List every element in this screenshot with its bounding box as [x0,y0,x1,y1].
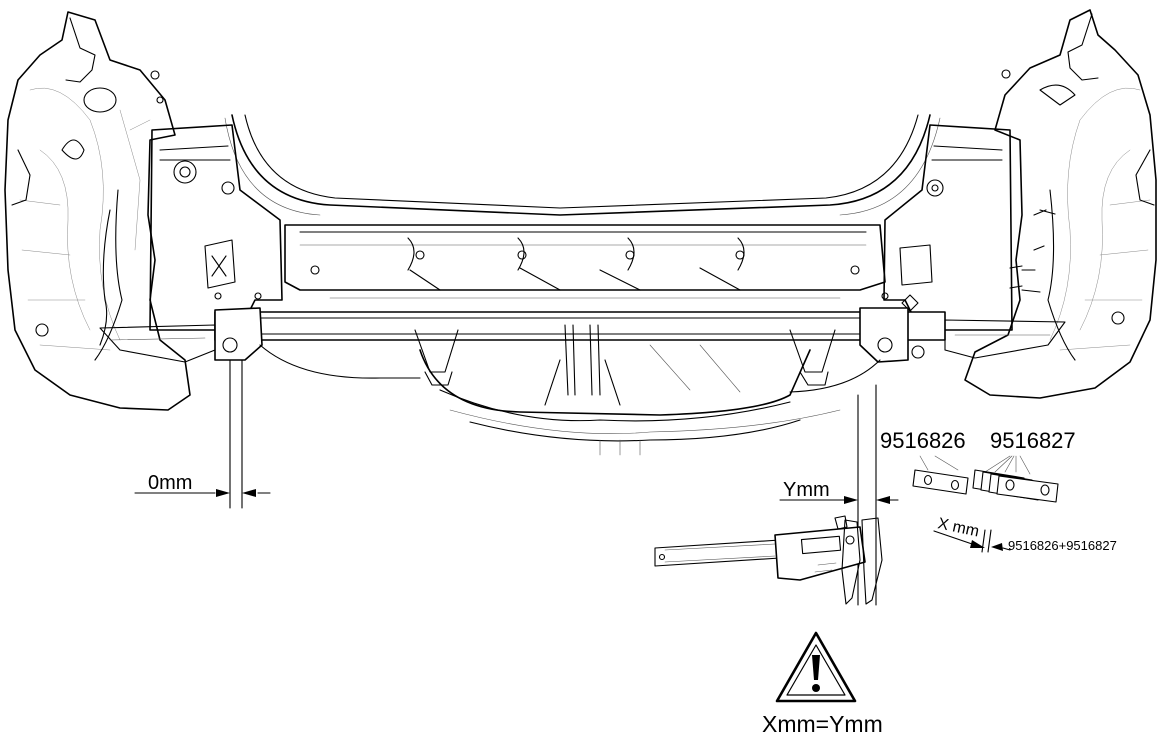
caliper-icon [654,515,883,605]
warning-triangle-icon [775,631,857,703]
left-gap-dimension [134,359,271,509]
shim-b-label: 9516827 [990,428,1076,453]
combo-dimension [933,529,1011,553]
shim-b-part [972,455,1059,503]
combo-gap-label: X mm [936,515,980,540]
rear-body-panel [149,114,1013,331]
shim-a-part [912,455,969,495]
bumper-beam [99,307,1066,363]
left-gap-label: 0mm [148,472,192,494]
equation-label: Xmm=Ymm [762,711,883,737]
underbody [99,209,1056,456]
right-gap-label: Ymm [783,479,830,501]
right-wheel-arch [964,9,1157,399]
left-wheel-arch [4,11,191,411]
shim-a-label: 9516826 [880,428,966,453]
combo-parts-label: 9516826+9516827 [1008,538,1117,553]
